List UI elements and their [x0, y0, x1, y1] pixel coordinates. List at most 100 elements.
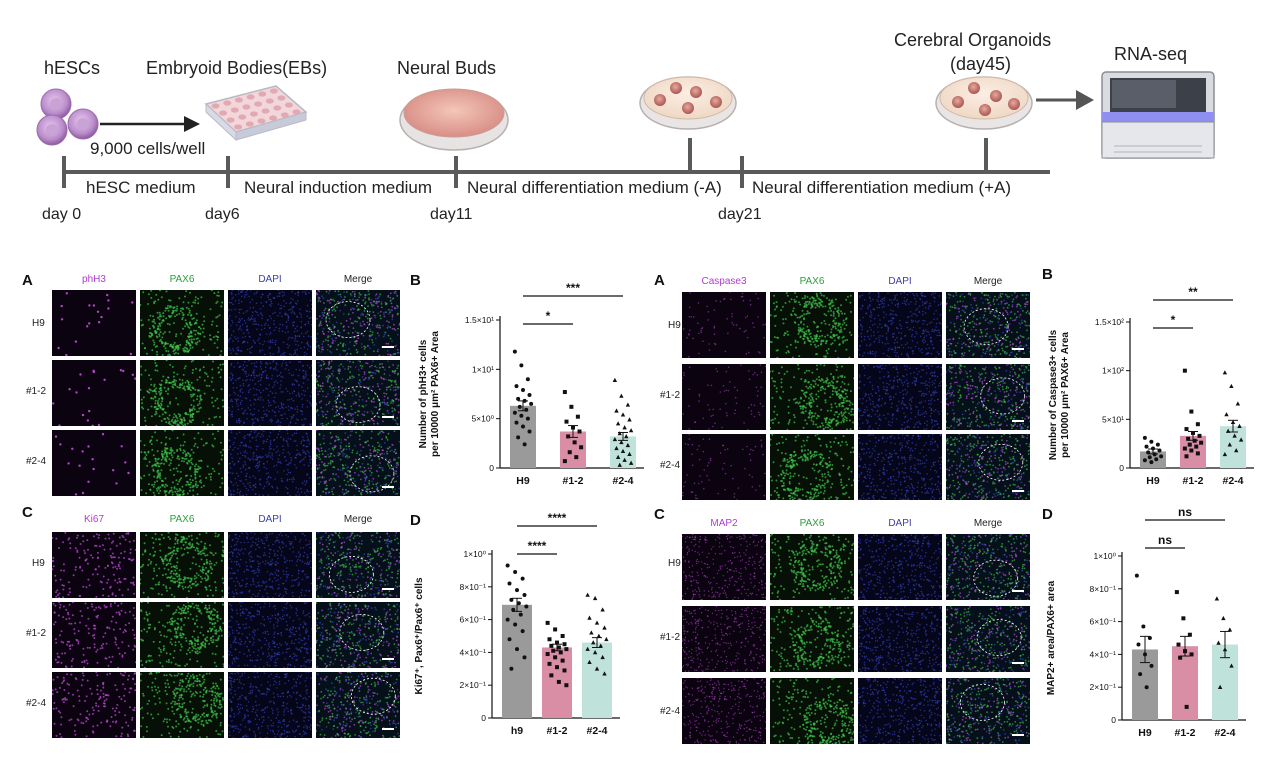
data-point	[516, 601, 521, 606]
data-point	[1224, 412, 1229, 417]
data-point	[1181, 616, 1186, 621]
bar-h9	[502, 604, 532, 718]
data-point	[522, 442, 527, 447]
data-point	[1183, 649, 1187, 654]
data-point	[505, 563, 510, 568]
data-point	[1222, 370, 1228, 375]
y-axis-label: per 10000 μm² PAX6+ Area	[1060, 332, 1071, 458]
scale-bar	[1012, 490, 1024, 492]
y-axis-label: per 10000 μm² PAX6+ Area	[430, 331, 441, 457]
micrograph-phh3-magenta	[52, 290, 136, 356]
data-point	[1234, 448, 1239, 453]
scale-bar	[382, 588, 394, 590]
micrograph-caspase3-merge	[946, 364, 1030, 430]
data-point	[1182, 446, 1187, 451]
data-point	[514, 384, 519, 389]
bar-#2-4	[582, 642, 612, 718]
data-point	[521, 388, 525, 393]
micrograph-phh3-pax6	[140, 360, 224, 426]
data-point	[562, 668, 567, 673]
data-point	[1230, 419, 1236, 425]
x-tick-label: H9	[516, 475, 530, 487]
row-label-1-2: #1-2	[660, 632, 681, 643]
data-point	[507, 581, 512, 586]
data-point	[600, 654, 605, 660]
data-point	[513, 622, 518, 627]
channel-label-merge: Merge	[973, 276, 1003, 287]
bar-#1-2	[560, 431, 586, 468]
data-point	[628, 460, 634, 465]
data-point	[524, 604, 529, 609]
micrograph-ki67-magenta	[52, 672, 136, 738]
micrograph-caspase3-pax6	[770, 292, 854, 358]
data-point	[512, 410, 517, 415]
data-point	[1225, 428, 1231, 433]
stage-embryoid-bodies: Embryoid Bodies(EBs)	[146, 58, 328, 78]
data-point	[525, 416, 530, 421]
micrograph-ki67-dapi	[228, 672, 312, 738]
y-axis-label: MAP2+ area/PAX6+ area	[1046, 580, 1057, 695]
data-point	[598, 643, 603, 648]
data-point	[1147, 636, 1152, 640]
x-tick-label: H9	[1146, 475, 1160, 487]
medium-neural-diff-minus-a: Neural differentiation medium (-A)	[467, 178, 722, 197]
micrograph-map2-dapi	[858, 606, 942, 672]
row-label-h9: H9	[668, 558, 681, 569]
data-point	[615, 421, 621, 426]
data-point	[1237, 423, 1242, 428]
day-6-label: day6	[205, 206, 240, 223]
stage-neural-buds: Neural Buds	[397, 58, 497, 78]
micrograph-map2-pax6	[770, 678, 854, 744]
y-tick-label: 2×10⁻¹	[1090, 682, 1117, 692]
y-tick-label: 0	[489, 463, 494, 473]
data-point	[553, 627, 558, 632]
row-label-h9: H9	[32, 318, 45, 329]
data-point	[562, 642, 567, 647]
data-point	[1229, 663, 1234, 668]
data-point	[556, 645, 561, 650]
micrograph-ki67-magenta	[52, 602, 136, 668]
data-point	[509, 597, 514, 602]
data-point	[545, 620, 550, 625]
timeline-schematic: hESCs Embryoid Bodies(EBs) Neural Buds C…	[0, 0, 1269, 240]
panel-letter-d-left: D	[410, 512, 421, 529]
panel-letter-d-right: D	[1042, 506, 1053, 523]
sequencer-icon	[1101, 71, 1215, 159]
channel-label-caspase3: Caspase3	[701, 276, 747, 287]
channel-label-merge: Merge	[973, 518, 1003, 529]
data-point	[525, 377, 530, 382]
channel-label-pax6: PAX6	[799, 276, 825, 287]
micrograph-ki67-dapi	[228, 532, 312, 598]
data-point	[520, 576, 525, 581]
well-plate-icon	[204, 85, 308, 142]
bar-#2-4	[1220, 426, 1246, 468]
data-point	[587, 659, 592, 665]
micrograph-map2-dapi	[858, 678, 942, 744]
bar-#1-2	[1180, 435, 1206, 468]
data-point	[1157, 448, 1162, 453]
data-point	[564, 683, 569, 688]
data-point	[585, 592, 590, 597]
y-tick-label: 2×10⁻¹	[460, 680, 487, 690]
y-tick-label: 0	[1119, 463, 1124, 473]
x-tick-label: #1-2	[1174, 727, 1195, 739]
micrograph-ki67-pax6	[140, 532, 224, 598]
channel-label-pax6: PAX6	[169, 514, 195, 525]
data-point	[564, 419, 569, 424]
data-point	[549, 673, 554, 678]
data-point	[625, 442, 631, 448]
row-label-2-4: #2-4	[26, 456, 47, 467]
data-point	[562, 390, 567, 395]
y-tick-label: 0	[1111, 715, 1116, 725]
micrograph-caspase3-pax6	[770, 434, 854, 500]
y-tick-label: 1×10⁰	[463, 549, 486, 559]
data-point	[514, 420, 519, 425]
data-point	[1178, 655, 1183, 660]
data-point	[516, 435, 521, 440]
y-tick-label: 5×10¹	[1102, 414, 1124, 424]
bar-#1-2	[542, 647, 572, 718]
panel-letter-c-left: C	[22, 504, 33, 521]
data-point	[614, 445, 619, 451]
data-point	[1216, 640, 1221, 645]
data-point	[1154, 457, 1159, 462]
